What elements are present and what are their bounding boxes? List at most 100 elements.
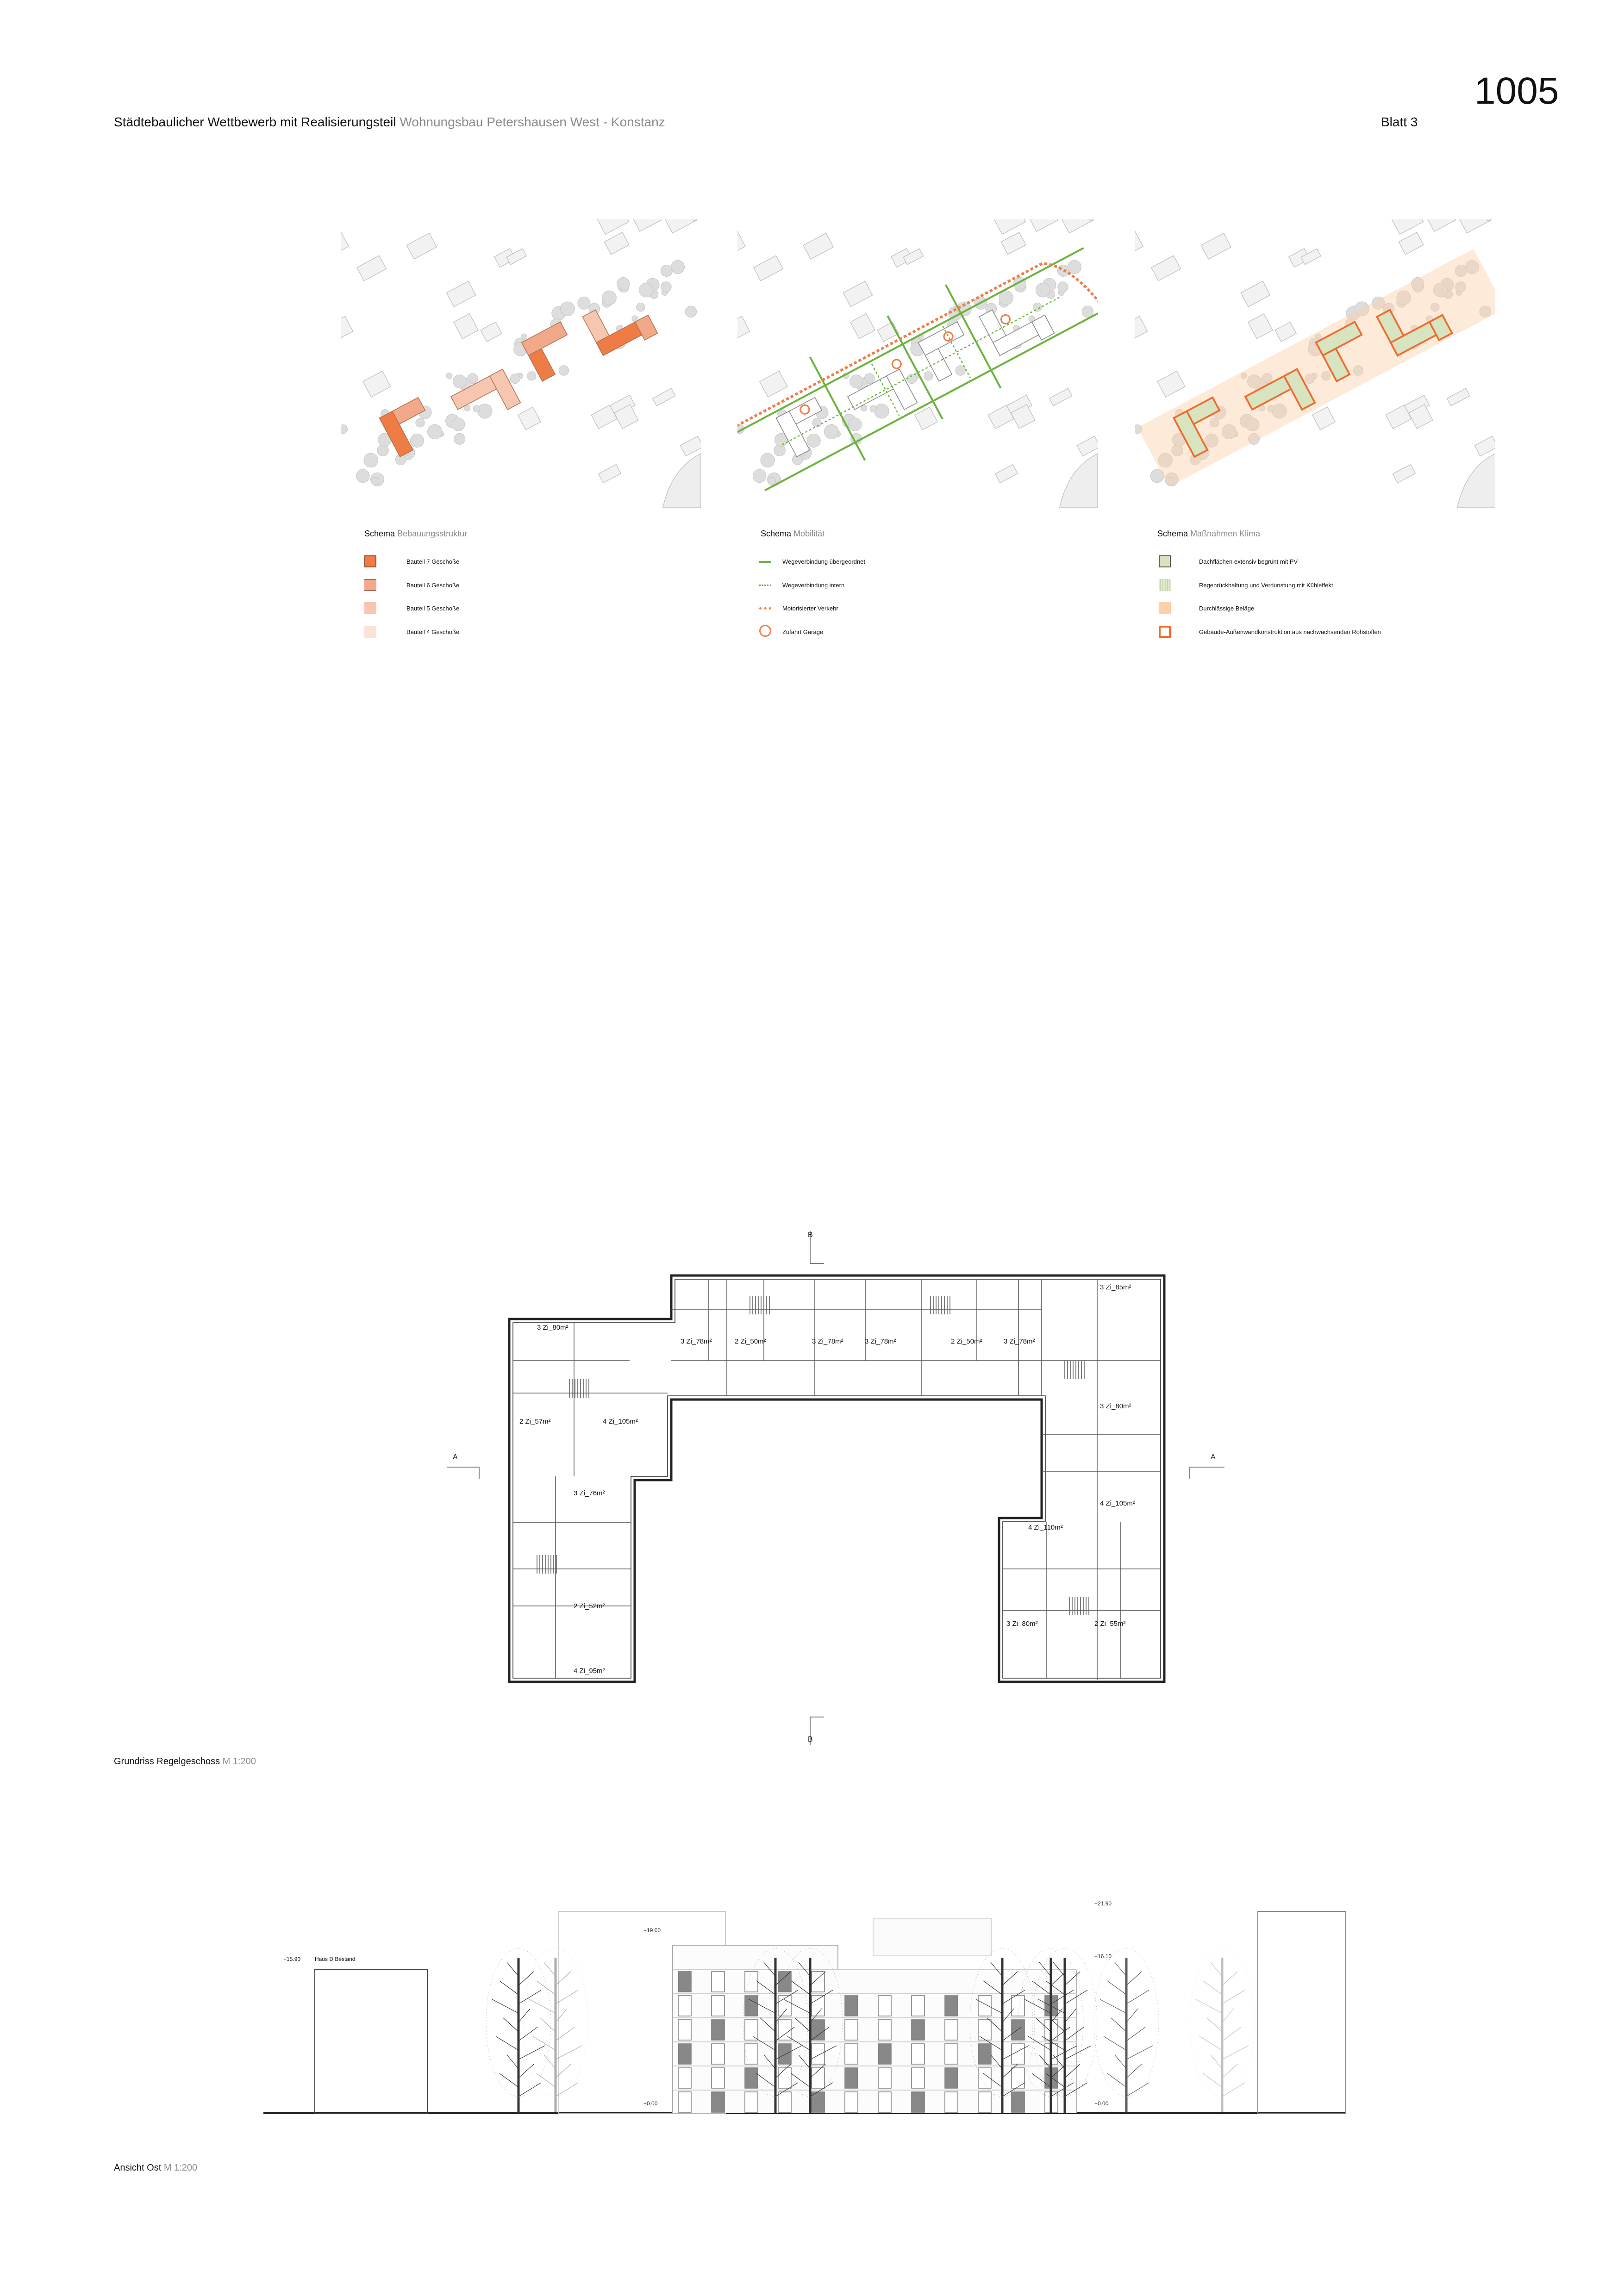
tree-branch [987, 2017, 1003, 2032]
window [711, 2091, 725, 2113]
neighbor-building [1384, 197, 1404, 216]
tree [1455, 281, 1466, 292]
neighbor-building [1450, 100, 1480, 125]
tree-branch [1064, 2008, 1077, 2023]
tree-branch [752, 2036, 776, 2051]
tree-branch [1206, 2017, 1223, 2032]
neighbor-building [687, 219, 701, 222]
tree [1068, 260, 1082, 274]
entry-number: 1005 [1474, 70, 1559, 112]
neighbor-building [1446, 115, 1463, 129]
legend-title-sub: Maßnahmen Klima [1190, 529, 1261, 538]
neighbor-building [1458, 219, 1492, 234]
legend-title-main: Schema [761, 529, 792, 538]
tree [1321, 371, 1331, 381]
path-internal [781, 296, 1061, 446]
window [744, 2067, 758, 2089]
swatch-timber-facade [1159, 626, 1171, 638]
tree-branch [1002, 2027, 1022, 2041]
legend-item: Bauteil 4 Geschoße [406, 628, 460, 635]
neighbor-building [491, 135, 524, 162]
tree [1135, 424, 1143, 434]
level-mark: +19.00 [643, 1927, 661, 1934]
window [878, 2043, 892, 2065]
caption-main: Ansicht Ost [114, 2163, 162, 2173]
neighbor-building [193, 304, 209, 318]
window [678, 2019, 692, 2041]
tree [1248, 433, 1260, 445]
neighbor-building [556, 546, 588, 573]
tree [685, 305, 697, 318]
legend-title-sub: Mobilität [793, 529, 825, 538]
window [778, 2091, 792, 2113]
window [778, 2019, 792, 2041]
tree-branch [983, 1980, 1003, 1995]
tree [849, 374, 863, 389]
window [778, 2043, 792, 2065]
tree-branch [555, 2027, 575, 2041]
neighbor-building [1425, 219, 1456, 232]
window [678, 1971, 692, 1992]
map-mobilitaet [737, 62, 1098, 508]
section-b-bottom-label: B [808, 1736, 813, 1743]
tree-branch [1050, 2027, 1070, 2041]
tree-branch [990, 1962, 1003, 1977]
neighbor-building [1097, 329, 1098, 354]
tree-branch [536, 2073, 556, 2088]
window [744, 2091, 758, 2113]
planned-building [1031, 314, 1055, 341]
neighbor-building [843, 280, 873, 307]
window [711, 1995, 725, 2016]
neighbor-building [533, 535, 553, 551]
room-label: 3 Zi_76m² [574, 1489, 605, 1497]
tree-branch [1039, 2054, 1051, 2069]
tree-branch [1049, 2017, 1065, 2032]
neighbor-building [1086, 505, 1098, 508]
tree-branch [810, 2064, 826, 2078]
neighbor-building [1135, 230, 1144, 254]
neighbor-building [631, 219, 662, 232]
tree-branch [798, 2054, 811, 2069]
map-rotated-group [737, 62, 1098, 508]
tree-branch [810, 2045, 837, 2060]
tree [1189, 1948, 1255, 2113]
neighbor-building [999, 75, 1031, 101]
neighbor-building [621, 38, 649, 59]
neighbor-building [598, 464, 622, 484]
tree-branch [1038, 1999, 1065, 2014]
tree-branch [518, 1990, 542, 2004]
tree-branch [1064, 2064, 1081, 2078]
tree-crown [1093, 1948, 1159, 2097]
legend-item: Wegeverbindung intern [782, 582, 845, 589]
tree-branch [543, 2054, 556, 2069]
tree-branch [1053, 2054, 1065, 2069]
tree-branch [760, 2017, 776, 2032]
title-sub: Wohnungsbau Petershausen West - Konstanz [400, 115, 665, 129]
neighbor-building [1076, 436, 1098, 457]
tree [661, 281, 672, 292]
planned-building [918, 321, 965, 356]
planned-building [1173, 410, 1209, 458]
competition-title: Städtebaulicher Wettbewerb mit Realisier… [114, 115, 665, 130]
planned-building [634, 314, 658, 341]
room-label: 4 Zi_110m² [1028, 1524, 1063, 1531]
window [1011, 2067, 1025, 2089]
window [678, 1995, 692, 2016]
neighbor-building [1030, 62, 1054, 84]
neighbor-building [917, 189, 952, 218]
traffic-route [737, 262, 1098, 430]
neighbor-building [1474, 436, 1495, 457]
map-klima [1135, 100, 1495, 508]
window [944, 1995, 958, 2016]
tree-branch [1210, 2054, 1223, 2069]
map-rotated-group [193, 38, 701, 573]
window [844, 2067, 858, 2089]
room-label: 2 Zi_57m² [519, 1418, 551, 1425]
window [978, 1995, 992, 2016]
tree-branch [499, 2073, 519, 2088]
window [678, 2091, 692, 2113]
legend-item: Dachflächen extensiv begrünt mit PV [1199, 558, 1298, 565]
tree-crown [1032, 1948, 1098, 2097]
level-mark: +15.90 [283, 1956, 301, 1962]
garage-entry-circle-icon [759, 625, 771, 637]
